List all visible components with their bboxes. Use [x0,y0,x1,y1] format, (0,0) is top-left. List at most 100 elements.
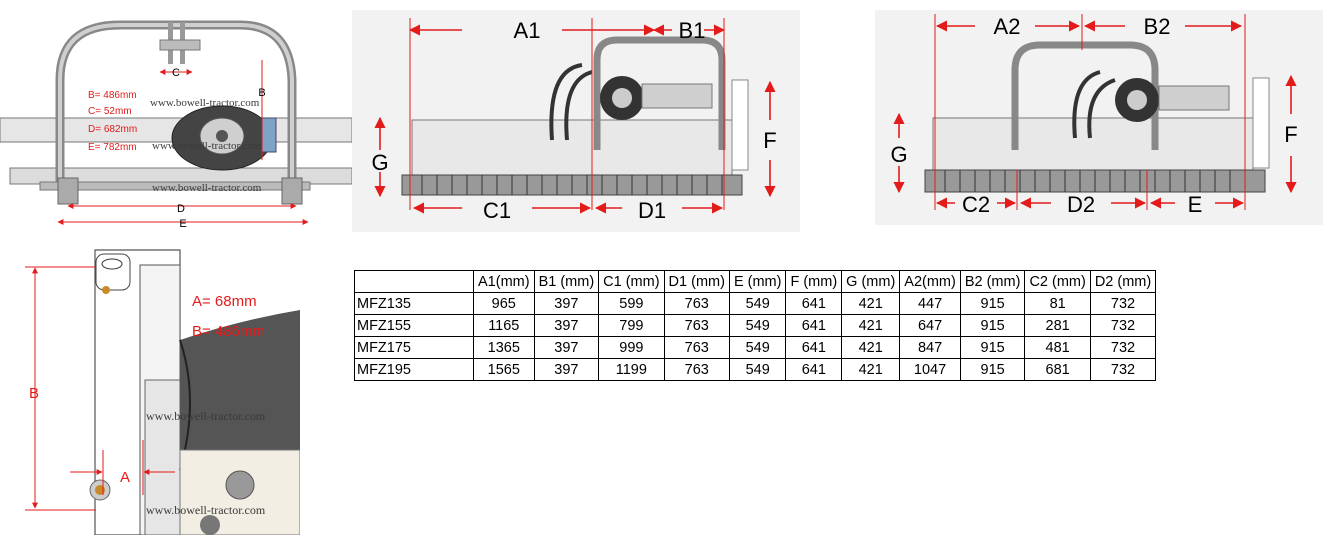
dim-b-value: B= 486mm [192,323,265,340]
table-header: D2 (mm) [1089,270,1157,293]
label-e: E [179,218,186,230]
table-cell: 915 [959,336,1026,359]
table-cell: 281 [1024,314,1091,337]
table-cell: 421 [841,292,901,315]
label-g: G [371,150,388,175]
label-b: B [29,385,39,402]
watermark: www.bowell-tractor.com [146,409,266,423]
table-row: MFZ175 1365 397 999 763 549 641 421 847 … [354,336,1157,359]
flail-teeth [421,175,723,195]
front-view-diagram-a2: A2 B2 C2 D2 E F G [875,10,1323,225]
table-cell: 915 [959,314,1026,337]
table-cell: 732 [1089,358,1157,381]
table-cell: 641 [785,358,843,381]
table-cell-model: MFZ195 [354,358,474,381]
table-cell: 421 [841,336,901,359]
table-cell: 847 [899,336,961,359]
table-cell: 799 [598,314,665,337]
table-header: C2 (mm) [1024,270,1091,293]
side-view-diagram: B A A= 68mm B= 486mm www.bowell-tractor.… [0,240,300,535]
table-cell: 1199 [598,358,665,381]
label-c2: C2 [962,192,990,217]
label-e: E [1188,192,1203,217]
table-cell: 641 [785,314,843,337]
table-cell: 1165 [473,314,535,337]
watermark: www.bowell-tractor.com [152,182,262,194]
table-cell: 421 [841,314,901,337]
front-view-diagram-a1: A1 B1 C1 D1 F G [352,10,800,232]
table-cell: 549 [728,292,787,315]
dim-e-value: E= 782mm [88,142,137,153]
table-cell: 647 [899,314,961,337]
label-b2: B2 [1144,14,1171,39]
label-d1: D1 [638,198,666,223]
table-cell: 763 [663,314,730,337]
table-cell: 763 [663,336,730,359]
watermark: www.bowell-tractor.com [146,503,266,517]
table-header: D1 (mm) [663,270,730,293]
dim-b-value: B= 486mm [88,90,137,101]
label-b1: B1 [679,18,706,43]
table-header: G (mm) [841,270,901,293]
table-cell: 447 [899,292,961,315]
table-cell: 1047 [899,358,961,381]
table-cell: 732 [1089,336,1157,359]
label-g: G [890,142,907,167]
table-cell-model: MFZ135 [354,292,474,315]
table-cell: 397 [533,292,600,315]
table-cell: 763 [663,358,730,381]
table-header: B1 (mm) [533,270,600,293]
label-f: F [763,128,776,153]
label-c1: C1 [483,198,511,223]
table-header-corner [354,270,474,293]
table-header: B2 (mm) [959,270,1026,293]
label-c: C [172,67,180,79]
table-row: MFZ135 965 397 599 763 549 641 421 447 9… [354,292,1157,315]
table-cell: 481 [1024,336,1091,359]
table-cell: 763 [663,292,730,315]
table-cell: 915 [959,292,1026,315]
label-d2: D2 [1067,192,1095,217]
table-cell: 549 [728,336,787,359]
top-view-diagram: C B D E B= 486mm C= 52mm D= 682mm E= 782… [0,0,352,236]
spec-table: A1(mm) B1 (mm) C1 (mm) D1 (mm) E (mm) F … [354,270,1157,381]
table-header: A2(mm) [899,270,961,293]
table-header: E (mm) [728,270,787,293]
watermark: www.bowell-tractor.com [150,97,260,109]
dim-c-value: C= 52mm [88,106,132,117]
dim-d-value: D= 682mm [88,124,137,135]
table-row: MFZ195 1565 397 1199 763 549 641 421 104… [354,358,1157,381]
table-cell: 681 [1024,358,1091,381]
label-d: D [177,203,185,215]
label-b: B [258,87,265,99]
table-cell: 421 [841,358,901,381]
table-cell: 641 [785,292,843,315]
table-cell: 549 [728,314,787,337]
table-cell: 397 [533,336,600,359]
flail-teeth [944,170,1246,192]
table-cell: 599 [598,292,665,315]
table-header-row: A1(mm) B1 (mm) C1 (mm) D1 (mm) E (mm) F … [354,270,1157,293]
label-a2: A2 [994,14,1021,39]
table-cell-model: MFZ155 [354,314,474,337]
table-cell: 549 [728,358,787,381]
label-a: A [120,469,130,486]
table-cell-model: MFZ175 [354,336,474,359]
table-cell: 81 [1024,292,1091,315]
table-cell: 732 [1089,314,1157,337]
watermark: www.bowell-tractor.com [152,140,262,152]
table-cell: 641 [785,336,843,359]
table-cell: 732 [1089,292,1157,315]
dim-a-value: A= 68mm [192,293,257,310]
table-row: MFZ155 1165 397 799 763 549 641 421 647 … [354,314,1157,337]
table-header: A1(mm) [473,270,535,293]
table-cell: 397 [533,358,600,381]
table-header: C1 (mm) [598,270,665,293]
table-cell: 965 [473,292,535,315]
table-header: F (mm) [785,270,843,293]
table-cell: 1565 [473,358,535,381]
label-a1: A1 [514,18,541,43]
table-cell: 397 [533,314,600,337]
table-cell: 1365 [473,336,535,359]
table-cell: 915 [959,358,1026,381]
